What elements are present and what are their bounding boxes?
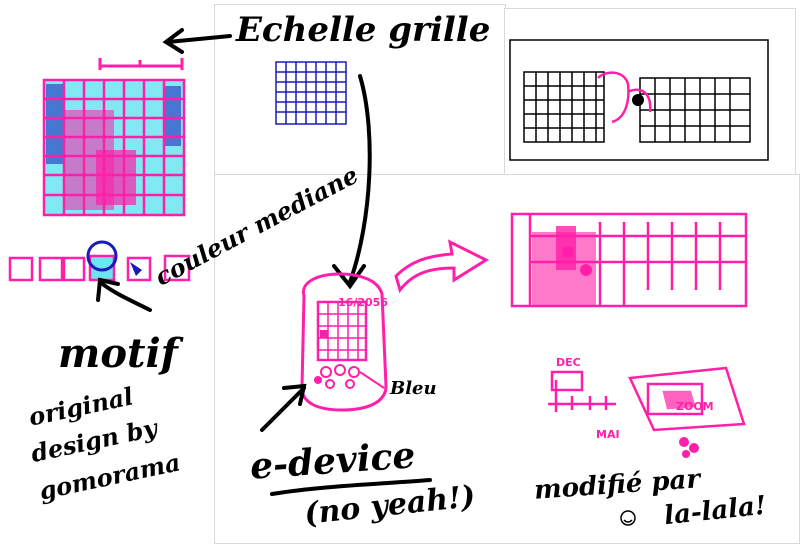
arrow-up-icon bbox=[260, 383, 307, 432]
label-echelle-grille: Echelle grille bbox=[236, 10, 491, 50]
label-phone-numbers: 16/2056 bbox=[338, 296, 388, 309]
sheet-top-middle bbox=[214, 4, 506, 176]
pixel-grid-icon bbox=[42, 78, 186, 217]
arrow-up-icon bbox=[96, 277, 152, 312]
arrow-left-icon bbox=[162, 28, 232, 54]
label-bleu: Bleu bbox=[390, 378, 437, 399]
label-mini-dec: DEC bbox=[556, 356, 581, 369]
phone-sketch-icon bbox=[300, 272, 388, 412]
smiley-icon bbox=[620, 510, 636, 526]
label-zoom: ZOOM bbox=[676, 400, 714, 413]
label-motif: motif bbox=[58, 330, 178, 377]
label-mini-mai: MAI bbox=[596, 428, 620, 441]
arrow-right-icon bbox=[394, 239, 490, 294]
